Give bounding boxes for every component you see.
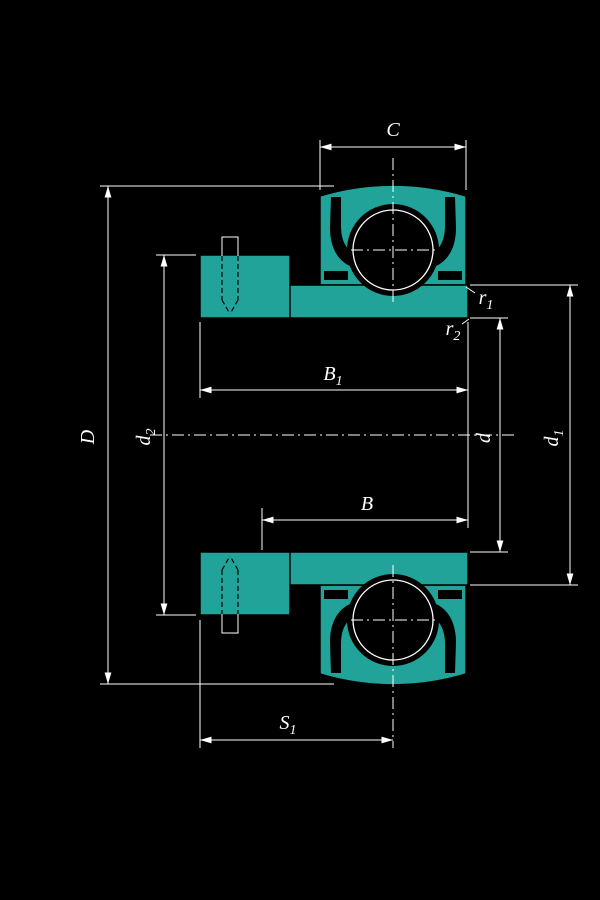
setscrew-hole-top	[221, 236, 239, 315]
label-r2: r2	[446, 318, 461, 344]
leader-line-r1	[465, 286, 476, 294]
setscrew-drill-point	[221, 555, 231, 571]
dimension-B1: B1	[199, 322, 469, 528]
dimension-d: d	[470, 317, 508, 553]
dimension-S1: S1	[199, 620, 393, 748]
label-d2: d2	[133, 429, 159, 446]
setscrew-drill-point	[229, 299, 239, 315]
label-C: C	[386, 119, 400, 141]
dimension-d1: d1	[470, 284, 578, 586]
label-D: D	[77, 429, 99, 445]
locking-collar-bottom	[199, 551, 291, 616]
label-B: B	[361, 493, 373, 515]
dimension-B: B	[261, 493, 468, 550]
locking-collar-top	[199, 254, 291, 319]
leader-line-r2	[461, 318, 470, 325]
setscrew-hole-bottom	[221, 555, 239, 634]
dimension-C: C	[319, 119, 467, 190]
dimension-d2: d2	[133, 254, 196, 616]
setscrew-stub-top	[221, 236, 239, 256]
setscrew-drill-point	[229, 555, 239, 571]
label-B1: B1	[323, 363, 342, 389]
dimension-D: D	[77, 185, 334, 685]
radius-callouts: r1 r2	[446, 286, 494, 344]
setscrew-stub-bottom	[221, 614, 239, 634]
label-d: d	[473, 432, 495, 443]
inner-ring-bottom	[261, 551, 469, 586]
label-d1: d1	[541, 430, 567, 447]
inner-ring-top	[261, 284, 469, 319]
label-r1: r1	[479, 287, 494, 313]
label-S1: S1	[280, 712, 297, 738]
setscrew-drill-point	[221, 299, 231, 315]
